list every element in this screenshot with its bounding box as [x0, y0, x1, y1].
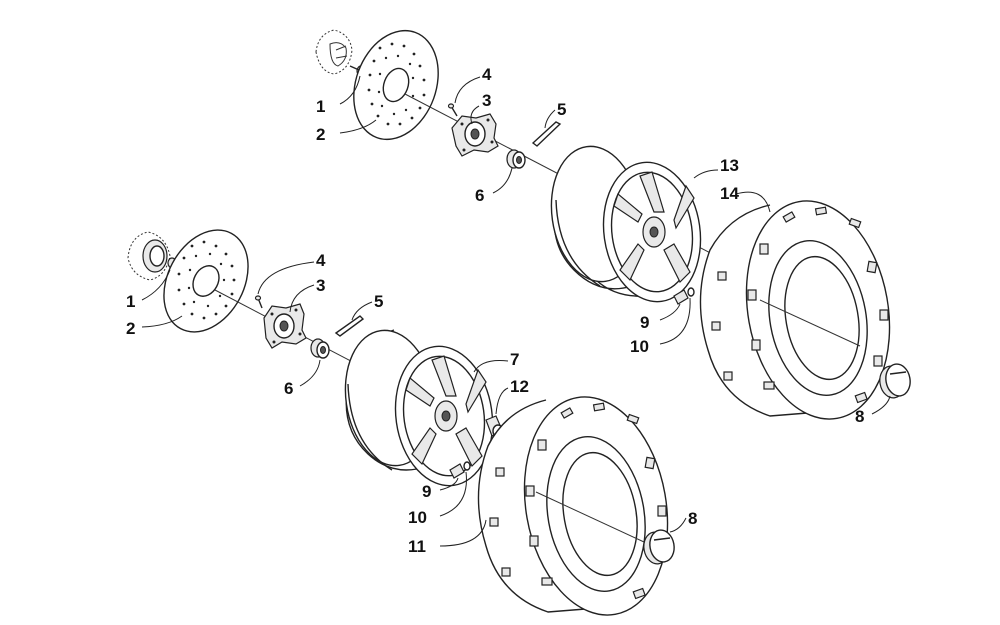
lower-assembly: 1 2 4 3 5 6 7 12 9 10 11 8	[126, 229, 697, 616]
lower-valve-stem-part-9	[449, 461, 471, 479]
lower-wheel-rim-part-7	[344, 329, 494, 487]
callout-upper-6: 6	[475, 186, 484, 205]
lower-callout-labels: 1 2 4 3 5 6 7 12 9 10 11 8	[126, 251, 697, 556]
callout-lower-5: 5	[374, 292, 383, 311]
upper-brake-disc-part-2	[353, 29, 439, 141]
upper-tire-part-14	[699, 200, 891, 420]
callout-lower-3: 3	[316, 276, 325, 295]
lower-tire-part-11	[477, 396, 669, 616]
callout-lower-2: 2	[126, 319, 135, 338]
lower-hub-part-3	[263, 303, 307, 349]
upper-cotter-pin-part-5	[531, 121, 562, 147]
lower-leader-lines	[141, 261, 687, 547]
callout-upper-5: 5	[557, 100, 566, 119]
callout-upper-13: 13	[720, 156, 739, 175]
callout-upper-3: 3	[482, 91, 491, 110]
lower-cotter-pin-part-5	[334, 315, 365, 337]
upper-assembly: 1 2 4 3 5 6 13 14 9 10 8	[315, 29, 911, 426]
callout-upper-9: 9	[640, 313, 649, 332]
lower-hub-cap-part-8	[643, 529, 675, 565]
callout-lower-11: 11	[408, 537, 426, 556]
callout-lower-8: 8	[688, 509, 697, 528]
lower-nut-part-6	[310, 338, 330, 359]
upper-callout-labels: 1 2 4 3 5 6 13 14 9 10 8	[316, 65, 864, 426]
callout-upper-14: 14	[720, 184, 739, 203]
callout-lower-4: 4	[316, 251, 326, 270]
lower-bolt-part-4	[254, 295, 263, 309]
callout-lower-12: 12	[510, 377, 529, 396]
callout-lower-7: 7	[510, 350, 519, 369]
callout-upper-10: 10	[630, 337, 649, 356]
upper-wheel-rim-part-13	[550, 145, 702, 303]
upper-hub-part-3	[451, 113, 499, 157]
upper-valve-stem-part-9	[673, 287, 695, 305]
callout-upper-2: 2	[316, 125, 325, 144]
callout-lower-1: 1	[126, 292, 135, 311]
callout-lower-9: 9	[422, 482, 431, 501]
upper-leader-lines	[339, 75, 891, 415]
callout-upper-4: 4	[482, 65, 492, 84]
callout-upper-8: 8	[855, 407, 864, 426]
callout-upper-1: 1	[316, 97, 325, 116]
lower-axle-stub	[127, 231, 171, 281]
upper-bolt-part-4	[447, 103, 458, 117]
upper-nut-part-6	[506, 149, 526, 169]
lower-brake-disc-part-2	[163, 229, 249, 333]
callout-lower-10: 10	[408, 508, 427, 527]
upper-hub-cap-part-8	[879, 363, 911, 399]
upper-axle-stub	[315, 29, 353, 75]
callout-lower-6: 6	[284, 379, 293, 398]
